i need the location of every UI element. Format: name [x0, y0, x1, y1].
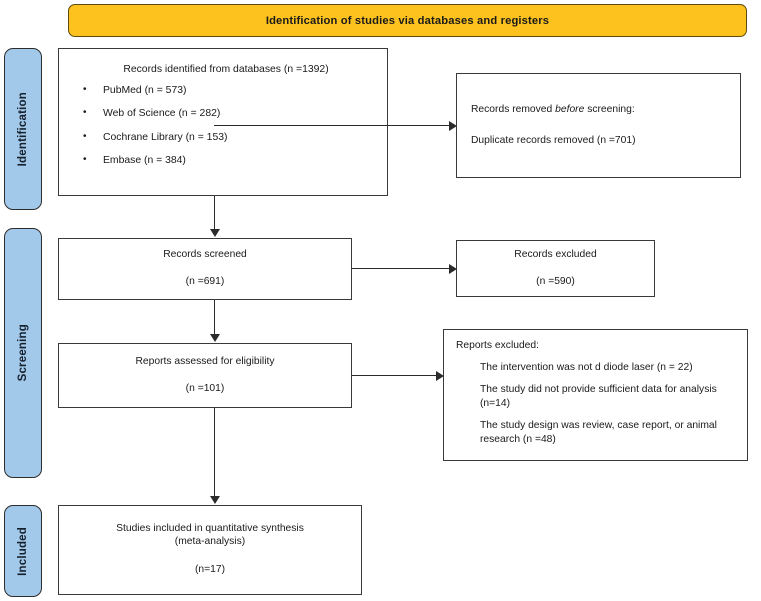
records-excluded-label: Records excluded: [514, 248, 597, 260]
reports-excluded-heading: Reports excluded:: [456, 340, 539, 351]
connector-assessed-to-reasons: [352, 375, 437, 377]
list-item: The study did not provide sufficient dat…: [480, 384, 717, 409]
box-records-excluded: Records excluded (n =590): [456, 240, 655, 297]
box-studies-included: Studies included in quantitative synthes…: [58, 505, 362, 595]
list-item: The intervention was not d diode laser (…: [480, 362, 693, 373]
phase-label-included: Included: [4, 505, 42, 597]
identification-banner: Identification of studies via databases …: [68, 4, 747, 37]
box-reports-excluded-reasons: Reports excluded: The intervention was n…: [443, 329, 748, 461]
records-removed-heading-pre: Records removed: [471, 103, 556, 115]
records-identified-title: Records identified from databases (n =13…: [123, 64, 329, 75]
list-item: Web of Science (n = 282): [69, 107, 377, 120]
phase-label-screening: Screening: [4, 228, 42, 478]
duplicate-records-removed: Duplicate records removed (n =701): [471, 134, 636, 146]
records-removed-heading: Records removed before screening:: [471, 104, 726, 117]
list-item: PubMed (n = 573): [69, 84, 377, 97]
records-removed-heading-emphasis: before: [555, 103, 585, 115]
connector-screened-to-excluded: [352, 268, 450, 270]
box-records-identified: Records identified from databases (n =13…: [58, 48, 388, 196]
exclusion-reason-list: The intervention was not d diode laser (…: [456, 361, 735, 446]
database-source-list: PubMed (n = 573) Web of Science (n = 282…: [69, 84, 377, 168]
reports-assessed-label: Reports assessed for eligibility: [135, 355, 275, 367]
records-removed-heading-post: screening:: [584, 103, 635, 115]
phase-screening-text: Screening: [17, 324, 29, 382]
arrow-screened-to-excluded: [449, 264, 457, 274]
phase-included-text: Included: [17, 526, 29, 576]
studies-included-line1: Studies included in quantitative synthes…: [116, 522, 304, 534]
list-item: Embase (n = 384): [69, 154, 377, 167]
arrow-screened-to-assessed: [210, 334, 220, 342]
box-records-screened: Records screened (n =691): [58, 238, 352, 300]
banner-title: Identification of studies via databases …: [265, 14, 550, 27]
phase-label-identification: Identification: [4, 48, 42, 210]
list-item: The study design was review, case report…: [480, 420, 717, 445]
arrow-identified-to-screened: [210, 229, 220, 237]
studies-included-line2: (meta-analysis): [174, 535, 246, 547]
phase-identification-text: Identification: [17, 91, 29, 167]
connector-screened-to-assessed: [214, 300, 216, 335]
connector-identified-to-screened: [214, 196, 216, 230]
studies-included-count: (n=17): [194, 564, 226, 576]
arrow-identified-to-removed: [449, 121, 457, 131]
records-screened-label: Records screened: [163, 249, 247, 261]
records-screened-count: (n =691): [185, 276, 225, 287]
records-excluded-count: (n =590): [536, 275, 575, 287]
arrow-assessed-to-reasons: [436, 371, 444, 381]
connector-assessed-to-included: [214, 408, 216, 497]
box-records-removed-before-screening: Records removed before screening: Duplic…: [456, 73, 741, 178]
connector-identified-to-removed: [214, 125, 450, 127]
list-item: Cochrane Library (n = 153): [69, 131, 377, 144]
arrow-assessed-to-included: [210, 496, 220, 504]
reports-assessed-count: (n =101): [185, 382, 225, 394]
studies-included-label: Studies included in quantitative synthes…: [116, 523, 304, 549]
box-reports-assessed: Reports assessed for eligibility (n =101…: [58, 343, 352, 408]
